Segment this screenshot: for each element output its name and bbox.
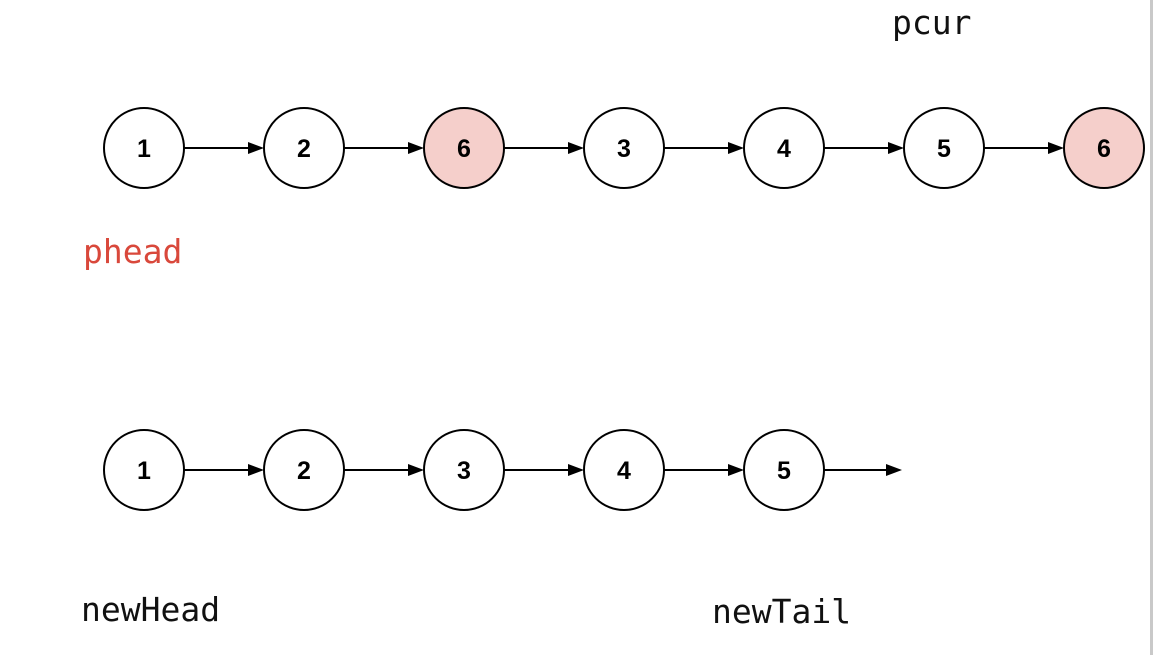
next-arrow [824,142,904,154]
list-node: 4 [583,429,665,511]
new-list: 1 2 3 4 5 [103,429,902,511]
phead-label: phead [83,232,182,271]
list-node: 6 [1063,107,1145,189]
list-node: 1 [103,429,185,511]
next-arrow [504,464,584,476]
original-list: 1 2 6 3 4 5 6 [103,107,1145,189]
next-arrow [504,142,584,154]
next-arrow [664,142,744,154]
node-value: 1 [137,457,151,485]
next-arrow [344,464,424,476]
node-value: 1 [137,135,151,163]
right-edge-divider [1150,0,1153,655]
node-value: 5 [937,135,951,163]
next-arrow [984,142,1064,154]
removed-node-circle [1063,107,1145,189]
list-node: 2 [263,429,345,511]
node-value: 3 [457,457,471,485]
list-node: 3 [583,107,665,189]
next-arrow [664,464,744,476]
next-arrow [344,142,424,154]
tail-next-arrow [824,464,902,476]
node-value: 6 [457,135,471,163]
node-value: 2 [297,457,311,485]
node-value: 6 [1097,135,1111,163]
node-value: 4 [777,135,791,163]
next-arrow [184,142,264,154]
pcur-label: pcur [892,3,971,42]
list-node: 6 [423,107,505,189]
new-head-label: newHead [81,590,220,629]
node-value: 4 [617,457,631,485]
node-value: 5 [777,457,791,485]
list-node: 4 [743,107,825,189]
list-node: 1 [103,107,185,189]
list-node: 5 [743,429,825,511]
new-tail-label: newTail [712,592,851,631]
list-node: 5 [903,107,985,189]
node-value: 3 [617,135,631,163]
list-node: 3 [423,429,505,511]
node-value: 2 [297,135,311,163]
next-arrow [184,464,264,476]
list-node: 2 [263,107,345,189]
